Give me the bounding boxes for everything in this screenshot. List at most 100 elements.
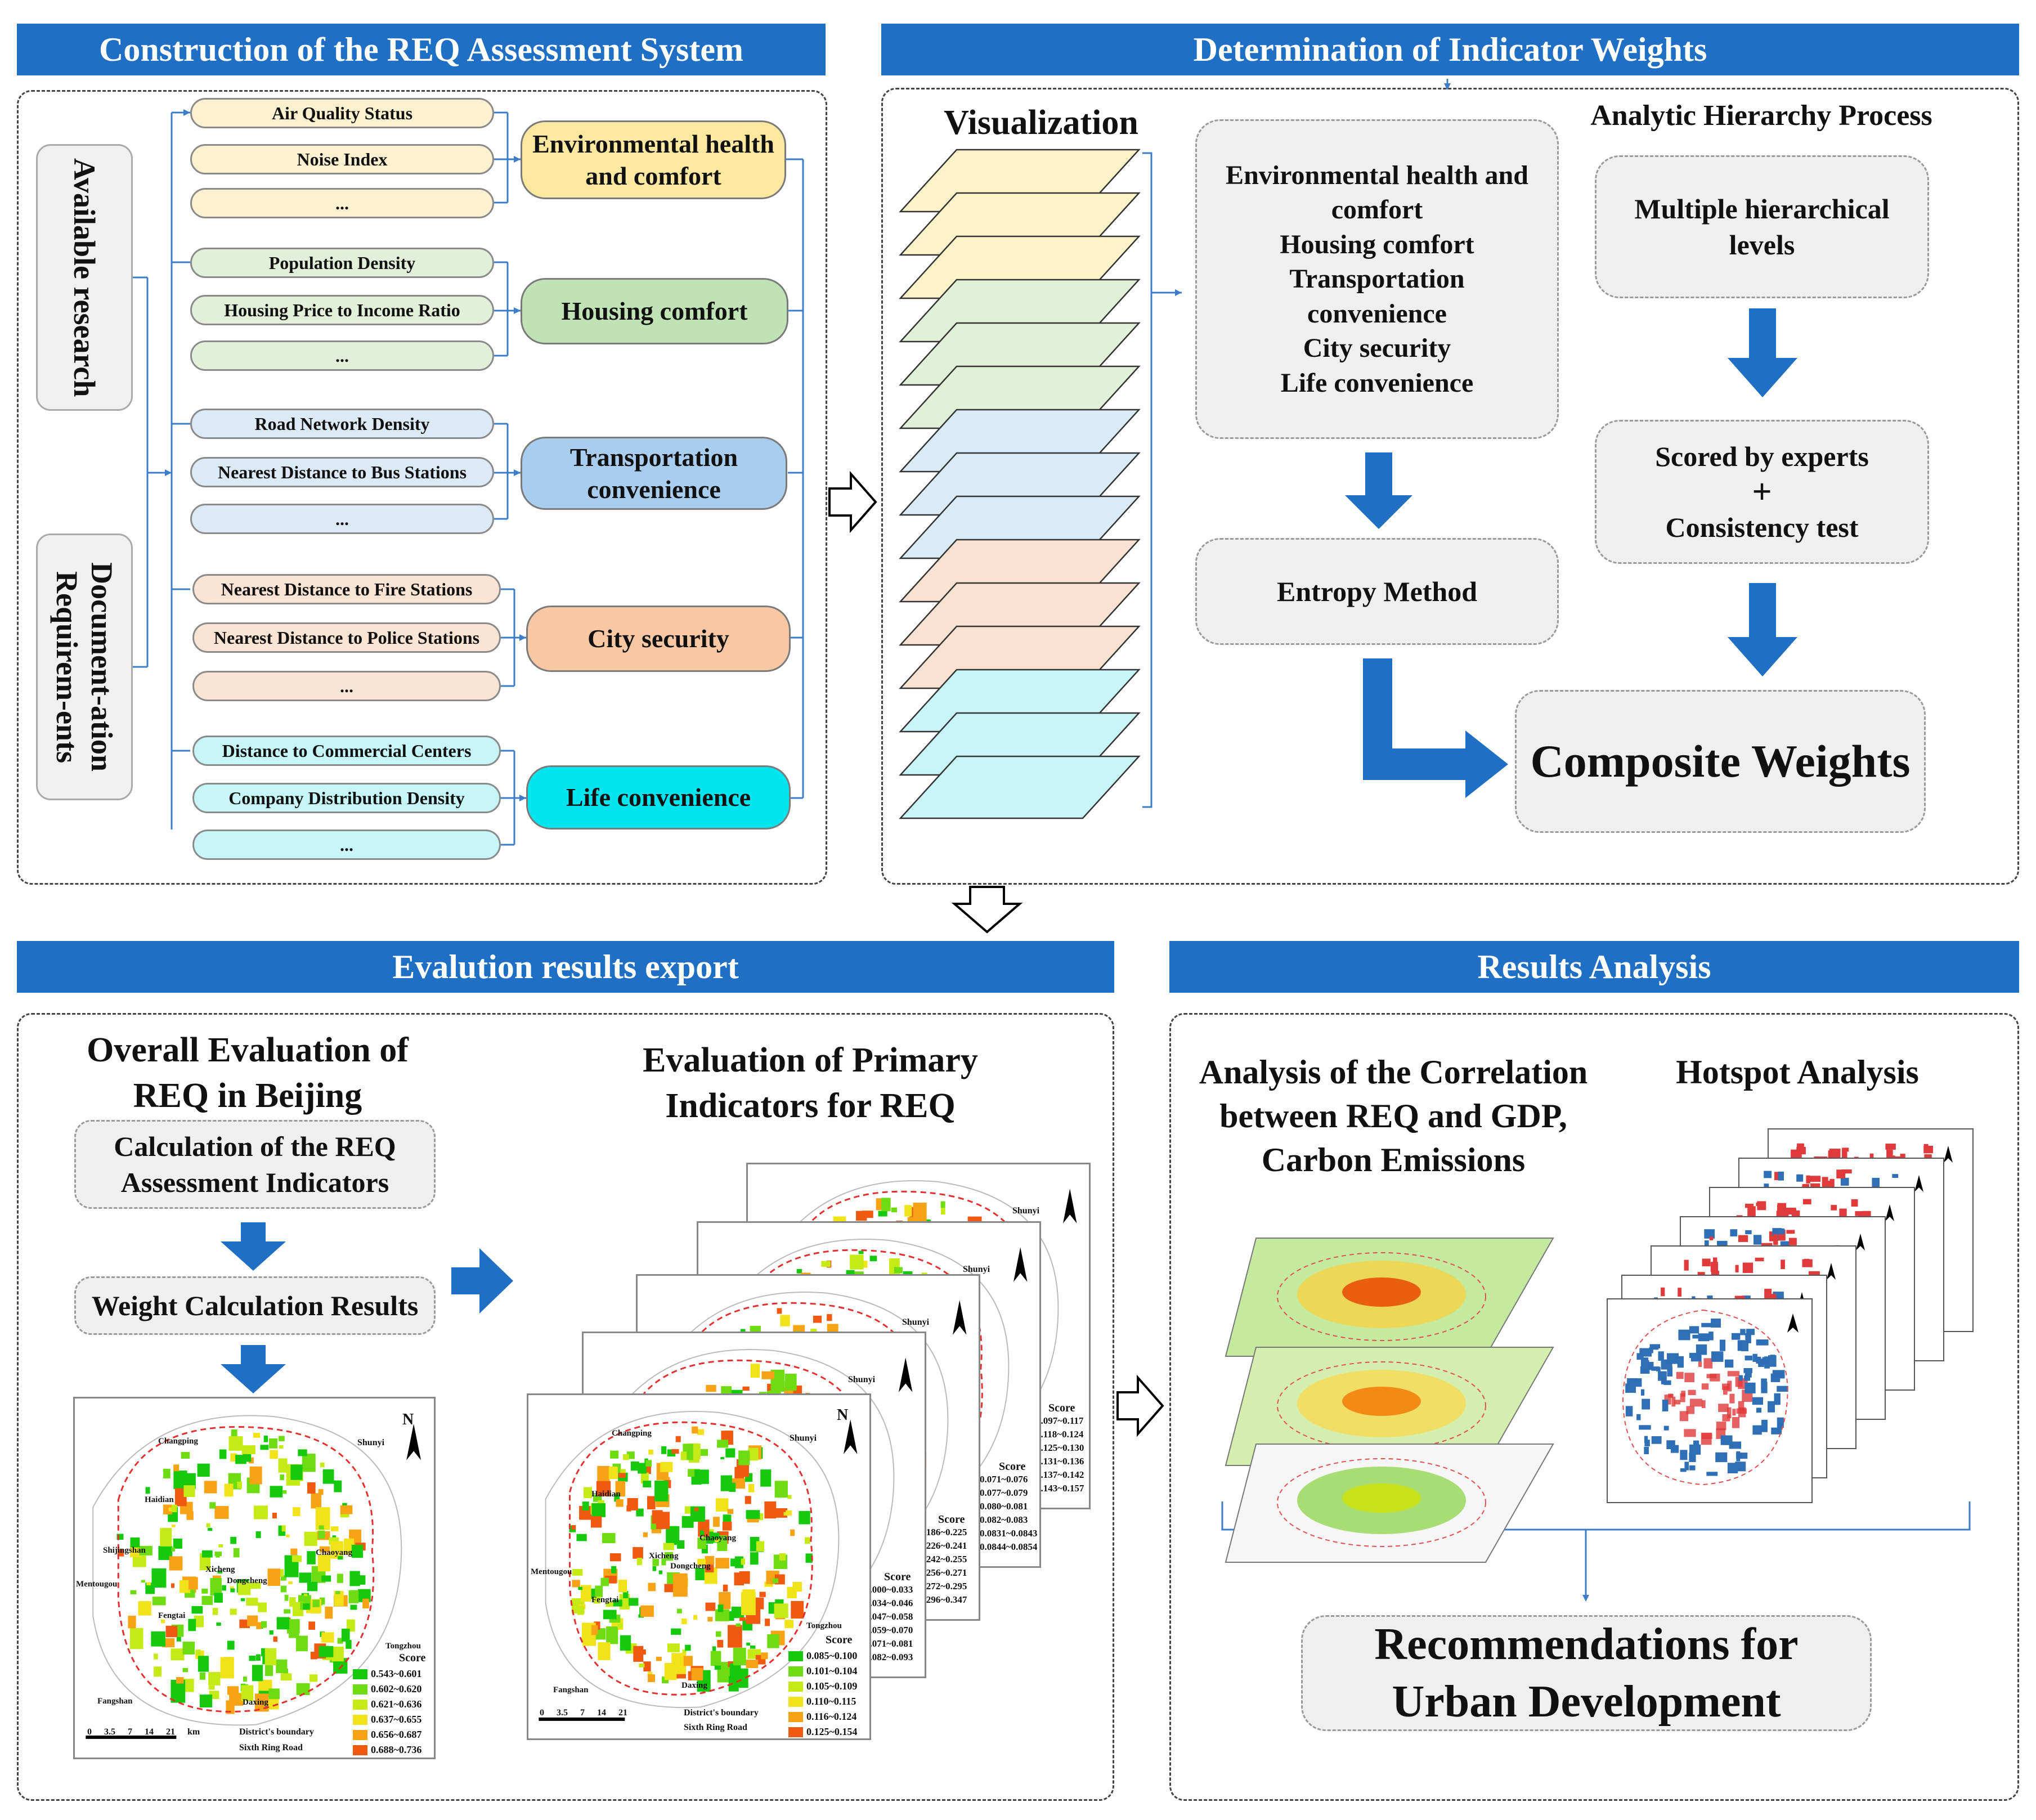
map-parcel [748,1447,759,1461]
map-parcel [609,1553,621,1562]
map-parcel [272,1513,277,1519]
map-parcel [163,1469,171,1478]
place-label: Haidian [145,1495,174,1504]
legend-swatch [353,1729,367,1740]
map-parcel [750,1645,756,1649]
category-city-security: City security [526,606,791,672]
map-parcel [658,1570,663,1575]
indicator-pill: Nearest Distance to Police Stations [192,622,501,653]
map-parcel [767,1634,779,1648]
district-boundary [92,1415,402,1726]
consistency-label: Consistency test [1665,512,1859,543]
map-parcel [610,1450,619,1459]
indicator-pill: Road Network Density [190,409,494,439]
map-parcel [269,1630,273,1635]
map-parcel [715,1558,729,1569]
map-parcel [258,1602,267,1612]
map-parcel [636,1558,642,1566]
indicator-pill: Population Density [190,248,494,278]
legend-swatch [353,1684,367,1695]
map-parcel [665,1552,674,1561]
map-parcel [249,1466,262,1485]
legend-item: 0.125~0.154 [788,1724,873,1740]
map-parcel [666,1526,680,1545]
map-parcel [643,1661,651,1671]
map-parcel [697,1429,705,1435]
map-parcel [330,1526,339,1531]
indicator-pill: Nearest Distance to Bus Stations [190,457,494,487]
legend-swatch [353,1699,367,1710]
legend-label: 0.602~0.620 [371,1683,422,1695]
correlation-layer [1225,1347,1554,1466]
criteria-item: Life convenience [1280,367,1474,398]
map-parcel [290,1548,298,1555]
map-parcel [210,1578,222,1596]
calc-indicators-box: Calculation of the REQ Assessment Indica… [74,1120,436,1209]
legend-title: Score [938,1513,965,1526]
legend-title: Score [399,1652,426,1664]
map-parcel [701,1544,708,1554]
map-parcel [571,1525,576,1530]
map-parcel [648,1449,653,1455]
map-parcel [664,1663,677,1680]
map-parcel [593,1596,601,1604]
legend-item: 0.621~0.636 [353,1697,437,1712]
primary-indicator-map: N Shunyi Changping Haidian Xicheng Dongc… [527,1393,871,1740]
map-parcel [264,1648,277,1665]
map-parcel [302,1454,316,1472]
map-parcel [267,1568,280,1586]
map-parcel [894,1267,903,1274]
legend-item: 0.688~0.736 [353,1742,437,1758]
north-arrow-icon [1787,1314,1799,1333]
map-parcel [663,1543,674,1550]
map-parcel [784,1374,797,1391]
map-parcel [628,1598,639,1606]
legend-swatch [353,1714,367,1725]
map-parcel [652,1559,659,1566]
indicator-pill: ... [190,504,494,534]
legend-item: 0.602~0.620 [353,1682,437,1697]
map-parcel [312,1599,320,1607]
map-parcel [796,1268,802,1274]
place-label: Fangshan [553,1685,589,1695]
map-parcel [241,1445,255,1454]
place-label: Changping [158,1437,198,1446]
map-parcel [322,1469,334,1484]
legend-item: 0.071~0.081 [865,1638,913,1649]
map-parcel [229,1693,244,1706]
map-parcel [699,1530,705,1536]
map-parcel [799,1510,810,1525]
criteria-box: Environmental health and comfort Housing… [1195,119,1559,439]
map-parcel [720,1456,725,1460]
map-parcel [284,1609,291,1614]
place-label: Fengtai [591,1595,619,1604]
map-parcel [332,1535,337,1539]
map-parcel [712,1646,716,1651]
map-parcel [765,1619,770,1626]
legend-item: 0.125~0.130 [1036,1442,1084,1453]
map-drawing [539,1411,858,1721]
map-parcel [201,1595,213,1605]
map-parcel [230,1536,237,1544]
map-parcel [680,1451,687,1460]
north-arrow-icon [1062,1189,1077,1223]
banner-weights: Determination of Indicator Weights [881,24,2019,75]
map-parcel [276,1617,289,1630]
map-parcel [638,1463,647,1474]
map-parcel [280,1585,287,1593]
map-parcel [278,1458,288,1473]
map-parcel [596,1481,611,1496]
map-parcel [730,1558,741,1567]
map-parcel [179,1580,191,1593]
map-parcel [152,1597,166,1606]
map-parcel [608,1467,618,1480]
map-parcel [746,1642,751,1646]
map-parcel [321,1575,331,1582]
map-parcel [130,1546,141,1557]
map-parcel [171,1525,176,1527]
map-parcel [153,1653,158,1660]
composite-weights-box: Composite Weights [1515,690,1926,833]
map-parcel [593,1494,602,1502]
map-parcel [728,1676,739,1692]
